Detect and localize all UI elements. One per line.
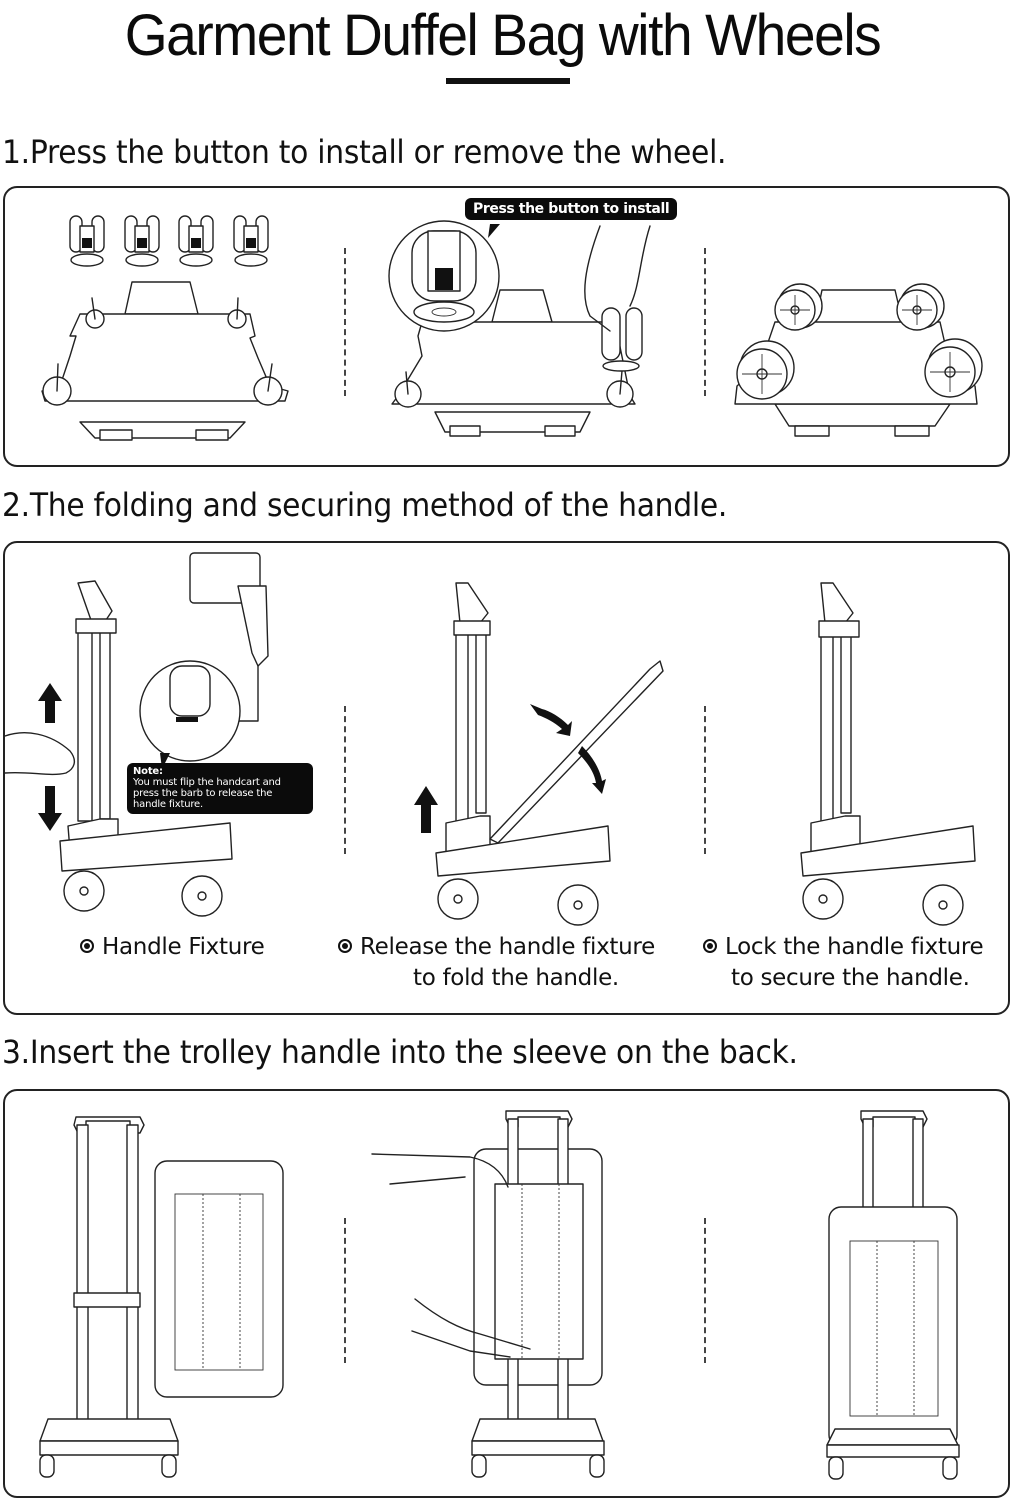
wheel-icon xyxy=(601,307,643,372)
fixture-detail-icon xyxy=(139,552,269,769)
radio-bullet-icon xyxy=(80,939,94,953)
title-underline xyxy=(446,78,570,84)
panel-divider xyxy=(704,248,706,396)
arrow-up-icon xyxy=(38,683,62,723)
trolley-base-icon xyxy=(826,1428,960,1480)
curved-arrow-icon xyxy=(530,704,572,736)
handcart-icon xyxy=(435,582,664,926)
step-3-figure-insert-sleeve xyxy=(371,1110,605,1478)
step-2-heading: 2.The folding and securing method of the… xyxy=(2,486,728,524)
wheel-icon xyxy=(233,215,269,267)
callout-pointer xyxy=(488,224,500,238)
caption-release-fixture-line2: to fold the handle. xyxy=(413,965,619,991)
page-title: Garment Duffel Bag with Wheels xyxy=(124,3,882,68)
note-title: Note: xyxy=(133,766,163,777)
step-1-figure-wheels-installed xyxy=(734,283,983,437)
curved-arrow-icon xyxy=(578,746,606,794)
panel-divider xyxy=(704,706,706,854)
step-1-heading: 1.Press the button to install or remove … xyxy=(2,133,727,171)
wheel-icon xyxy=(69,215,105,267)
install-callout: Press the button to install xyxy=(465,198,678,220)
cart-base-icon xyxy=(391,289,636,437)
wheel-icon xyxy=(736,340,795,400)
hand-icon xyxy=(411,1298,531,1358)
panel-divider xyxy=(704,1218,706,1363)
arrow-down-icon xyxy=(38,786,62,831)
step-2-figure-fold-handle xyxy=(414,582,664,926)
wheel-icon xyxy=(924,338,983,398)
note-text: You must flip the handcart and press the… xyxy=(133,777,281,810)
wheel-icon xyxy=(896,283,945,331)
step-2-figure-handle-fixture xyxy=(4,552,269,917)
garment-bag-icon xyxy=(828,1206,958,1448)
trolley-icon xyxy=(39,1116,179,1478)
garment-bag-icon xyxy=(154,1160,284,1398)
caption-text: Release the handle fixture xyxy=(360,934,655,960)
radio-bullet-icon xyxy=(338,939,352,953)
caption-release-fixture: Release the handle fixture xyxy=(338,934,655,960)
arrow-up-icon xyxy=(414,786,438,833)
handcart-icon xyxy=(59,580,233,917)
hand-icon xyxy=(4,732,76,776)
caption-handle-fixture: Handle Fixture xyxy=(80,934,265,960)
handcart-icon xyxy=(800,582,976,926)
sleeve-icon xyxy=(494,1183,584,1360)
step-3-heading: 3.Insert the trolley handle into the sle… xyxy=(2,1033,798,1071)
caption-text: Handle Fixture xyxy=(102,934,265,960)
caption-lock-fixture: Lock the handle fixture xyxy=(703,934,984,960)
cart-base-icon xyxy=(734,289,978,437)
hand-icon xyxy=(371,1153,509,1188)
wheel-icon xyxy=(774,283,823,331)
step-3-figure-bag-mounted xyxy=(826,1110,960,1480)
step-2-figure-lock-handle xyxy=(800,582,976,926)
caption-lock-fixture-line2: to secure the handle. xyxy=(731,965,970,991)
step-1-figure-install-wheel xyxy=(388,220,651,437)
note-callout: Note: You must flip the handcart and pre… xyxy=(127,763,313,814)
step-1-figure-detached-wheels xyxy=(41,215,289,441)
hand-icon xyxy=(584,225,651,332)
step-3-figure-trolley-and-bag xyxy=(39,1116,284,1478)
zoom-inset-icon xyxy=(388,220,500,332)
wheel-icon xyxy=(124,215,160,267)
panel-divider xyxy=(344,706,346,854)
radio-bullet-icon xyxy=(703,939,717,953)
caption-text: Lock the handle fixture xyxy=(725,934,984,960)
panel-divider xyxy=(344,248,346,396)
wheel-icon xyxy=(178,215,214,267)
panel-divider xyxy=(344,1218,346,1363)
cart-base-icon xyxy=(41,281,289,441)
